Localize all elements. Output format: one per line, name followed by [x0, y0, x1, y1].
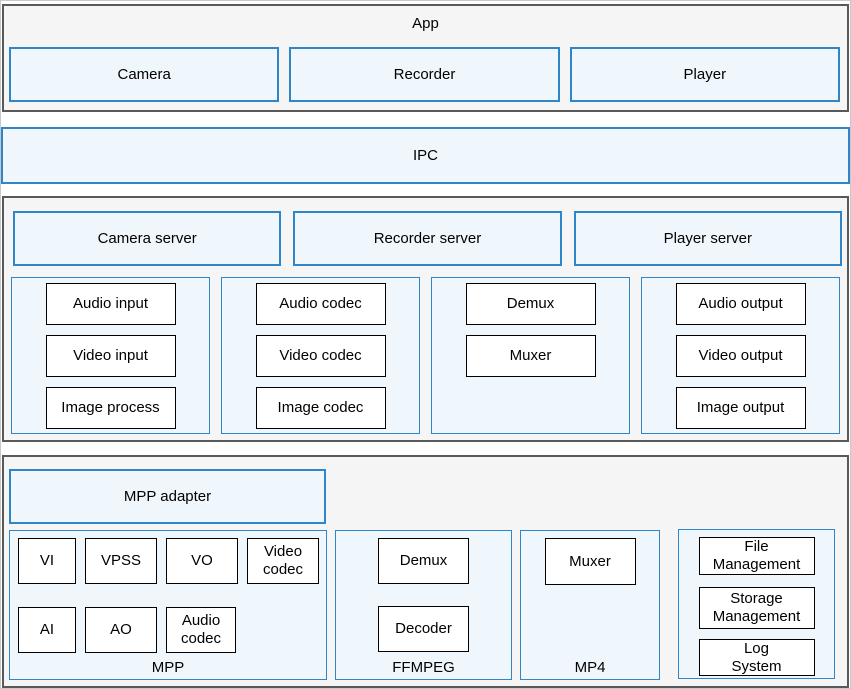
app-layer: App Camera Recorder Player [2, 4, 849, 112]
vo-box: VO [166, 538, 238, 584]
app-modules-row: Camera Recorder Player [9, 47, 840, 102]
ipc-bar: IPC [1, 127, 850, 184]
player-server-box: Player server [573, 211, 842, 266]
muxer-box: Muxer [465, 335, 596, 377]
server-layer: Camera server Recorder server Player ser… [2, 196, 849, 442]
ao-box: AO [85, 607, 157, 653]
audio-codec-mpp-box: Audio codec [166, 607, 236, 653]
vpss-box: VPSS [85, 538, 157, 584]
audio-input-box: Audio input [45, 283, 176, 325]
mpp-adapter-box: MPP adapter [9, 469, 326, 524]
video-output-box: Video output [675, 335, 806, 377]
output-components-group: Audio output Video output Image output [641, 277, 840, 434]
servers-row: Camera server Recorder server Player ser… [13, 211, 842, 266]
image-output-box: Image output [675, 387, 806, 429]
mpp-video-row: VI VPSS VO Video codec [18, 538, 319, 584]
video-codec-mpp-box: Video codec [247, 538, 319, 584]
mp4-muxer-box: Muxer [544, 538, 636, 585]
app-module-recorder: Recorder [289, 47, 560, 102]
file-management-box: File Management [698, 537, 815, 575]
app-layer-title: App [412, 15, 439, 32]
video-input-box: Video input [45, 335, 176, 377]
camera-server-box: Camera server [13, 211, 282, 266]
codec-components-group: Audio codec Video codec Image codec [221, 277, 420, 434]
demux-box: Demux [465, 283, 596, 325]
platform-layer: MPP adapter VI VPSS VO Video codec AI AO… [2, 455, 849, 688]
ffmpeg-label: FFMPEG [392, 659, 455, 676]
vi-box: VI [18, 538, 76, 584]
ai-box: AI [18, 607, 76, 653]
mp4-container: Muxer MP4 [520, 530, 660, 680]
recorder-server-box: Recorder server [293, 211, 562, 266]
image-process-box: Image process [45, 387, 176, 429]
mpp-audio-row: AI AO Audio codec [18, 607, 236, 653]
server-components-row: Audio input Video input Image process Au… [11, 277, 840, 434]
video-codec-box: Video codec [255, 335, 386, 377]
utilities-container: File Management Storage Management Log S… [678, 529, 835, 679]
ffmpeg-container: Demux Decoder FFMPEG [335, 530, 512, 680]
audio-codec-box: Audio codec [255, 283, 386, 325]
mpp-label: MPP [151, 659, 185, 676]
audio-output-box: Audio output [675, 283, 806, 325]
log-system-box: Log System [698, 639, 815, 676]
image-codec-box: Image codec [255, 387, 386, 429]
mpp-container: VI VPSS VO Video codec AI AO Audio codec… [9, 530, 327, 680]
input-components-group: Audio input Video input Image process [11, 277, 210, 434]
mp4-label: MP4 [574, 659, 606, 676]
mux-components-group: Demux Muxer [431, 277, 630, 434]
ffmpeg-decoder-box: Decoder [378, 606, 469, 652]
app-module-camera: Camera [9, 47, 280, 102]
ffmpeg-demux-box: Demux [378, 538, 469, 584]
app-module-player: Player [569, 47, 840, 102]
storage-management-box: Storage Management [698, 587, 815, 629]
